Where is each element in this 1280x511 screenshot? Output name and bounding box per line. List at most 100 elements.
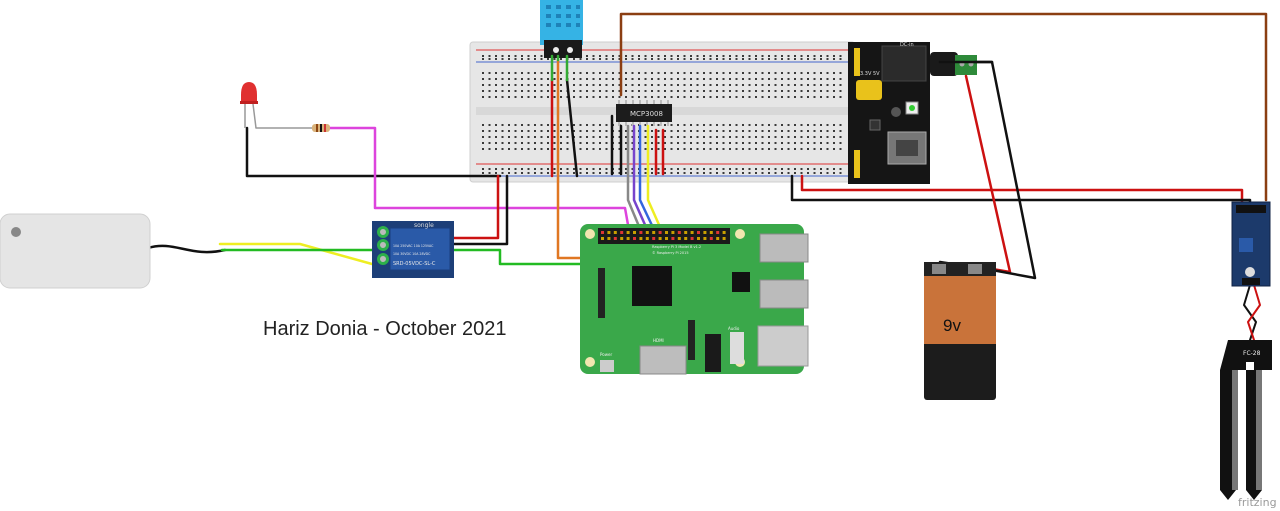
breadboard-hole — [644, 168, 647, 170]
breadboard-hole — [677, 168, 679, 170]
breadboard-hole — [722, 72, 725, 74]
breadboard-hole — [664, 172, 666, 174]
breadboard-hole — [573, 172, 575, 174]
breadboard-hole — [800, 58, 803, 60]
breadboard-hole — [800, 124, 803, 126]
breadboard-hole — [547, 124, 549, 126]
breadboard-hole — [566, 96, 569, 98]
breadboard-hole — [514, 96, 517, 98]
breadboard-hole — [625, 78, 627, 80]
breadboard-hole — [670, 72, 673, 74]
breadboard-hole — [683, 78, 686, 80]
wire-pump-yellow — [218, 242, 374, 266]
breadboard-hole — [703, 96, 705, 98]
breadboard-hole — [768, 96, 770, 98]
breadboard-hole — [599, 72, 601, 74]
breadboard-hole — [651, 72, 653, 74]
breadboard-hole — [768, 124, 770, 126]
breadboard-hole — [670, 172, 673, 174]
breadboard-hole — [651, 168, 653, 170]
breadboard-hole — [625, 72, 627, 74]
breadboard-hole — [826, 124, 829, 126]
breadboard-hole — [553, 172, 556, 174]
breadboard-hole — [625, 168, 627, 170]
breadboard-hole — [605, 172, 608, 174]
breadboard-hole — [774, 96, 777, 98]
gpio-pin — [709, 237, 713, 240]
breadboard-hole — [540, 168, 543, 170]
breadboard-hole — [651, 124, 653, 126]
breadboard-hole — [683, 136, 686, 138]
breadboard-hole — [690, 58, 692, 60]
gpio-pin — [601, 237, 604, 240]
breadboard-hole — [586, 55, 588, 57]
breadboard-hole — [781, 72, 783, 74]
relay-module: songle 10A 250VAC 10A 125VAC 10A 30VDC 1… — [372, 221, 454, 278]
breadboard-hole — [547, 58, 549, 60]
breadboard-hole — [631, 96, 634, 98]
breadboard-hole — [709, 136, 712, 138]
breadboard-hole — [631, 58, 634, 60]
breadboard-hole — [592, 90, 595, 92]
breadboard-hole — [547, 168, 549, 170]
breadboard-hole — [566, 148, 569, 150]
breadboard-hole — [716, 90, 718, 92]
breadboard-hole — [508, 136, 510, 138]
breadboard-hole — [755, 136, 757, 138]
breadboard-hole — [482, 172, 484, 174]
breadboard-hole — [534, 136, 536, 138]
breadboard-hole — [488, 90, 491, 92]
breadboard-hole — [495, 148, 497, 150]
breadboard-hole — [644, 58, 647, 60]
breadboard-hole — [729, 124, 731, 126]
breadboard-hole — [625, 96, 627, 98]
breadboard-hole — [748, 148, 751, 150]
breadboard-hole — [768, 90, 770, 92]
pi-board-label: Raspberry Pi 3 Model B v1.2 — [652, 245, 701, 249]
breadboard-hole — [605, 55, 608, 57]
breadboard-hole — [690, 90, 692, 92]
breadboard-hole — [670, 78, 673, 80]
breadboard-hole — [664, 58, 666, 60]
breadboard-hole — [787, 142, 790, 144]
breadboard-hole — [579, 90, 582, 92]
breadboard-hole — [553, 58, 556, 60]
breadboard-hole — [748, 142, 751, 144]
breadboard-hole — [839, 58, 842, 60]
breadboard-hole — [774, 84, 777, 86]
gpio-pin — [645, 237, 649, 240]
breadboard-hole — [592, 142, 595, 144]
breadboard-hole — [787, 58, 790, 60]
breadboard-hole — [521, 172, 523, 174]
breadboard-hole — [703, 148, 705, 150]
breadboard-hole — [553, 84, 556, 86]
breadboard-hole — [696, 72, 699, 74]
breadboard-hole — [755, 142, 757, 144]
breadboard-hole — [696, 55, 699, 57]
breadboard-hole — [742, 124, 744, 126]
breadboard-hole — [514, 78, 517, 80]
breadboard-hole — [618, 96, 621, 98]
breadboard-hole — [560, 148, 562, 150]
breadboard-hole — [833, 72, 835, 74]
breadboard-hole — [755, 78, 757, 80]
breadboard-hole — [703, 130, 705, 132]
gpio-pin — [677, 231, 681, 234]
breadboard-hole — [495, 72, 497, 74]
breadboard-hole — [768, 58, 770, 60]
breadboard-hole — [807, 96, 809, 98]
breadboard-hole — [644, 96, 647, 98]
breadboard-hole — [579, 136, 582, 138]
breadboard-hole — [716, 55, 718, 57]
breadboard-hole — [644, 72, 647, 74]
breadboard-hole — [813, 142, 816, 144]
breadboard-hole — [833, 84, 835, 86]
breadboard-hole — [703, 168, 705, 170]
breadboard-hole — [735, 148, 738, 150]
breadboard-hole — [748, 55, 751, 57]
breadboard-hole — [761, 168, 764, 170]
breadboard-hole — [761, 84, 764, 86]
breadboard-hole — [521, 136, 523, 138]
breadboard-hole — [800, 130, 803, 132]
breadboard-hole — [670, 142, 673, 144]
